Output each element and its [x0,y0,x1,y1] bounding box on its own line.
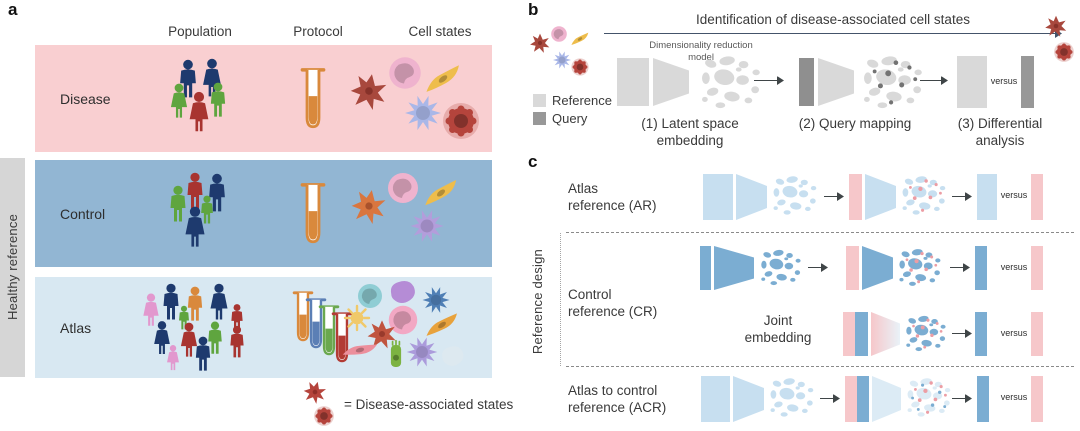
control-matrix-rect [855,312,868,356]
versus-label-b: versus [990,76,1018,86]
acr-mapping-scatter [907,377,951,417]
population-group-disease [170,58,226,132]
step-arrow-2 [920,76,948,85]
step3-label: (3) Differential analysis [957,116,1043,149]
cr-arrow-1 [808,263,828,272]
panel-a-label: a [8,0,18,19]
column-header-population: Population [168,24,232,39]
row-control: Control [35,160,492,267]
disease-matrix-rect [849,174,862,220]
ar-arrow-2 [952,192,972,201]
versus-label-acr: versus [1000,392,1028,402]
atlas-to-control-reference-label: Atlas to control reference (ACR) [568,383,667,416]
query-cell-cluster-icons [530,26,591,76]
versus-label-ar: versus [1000,190,1028,200]
step1-label: (1) Latent space embedding [641,116,739,149]
step-arrow-1 [754,76,784,85]
encoder-funnel [818,58,854,106]
joint-encoder-funnel [871,312,900,356]
panel-b-label: b [528,0,539,19]
atlas-matrix-rect [703,174,733,220]
query-vs-rect [1021,56,1034,108]
encoder-funnel [872,376,901,422]
column-header-cell-states: Cell states [408,24,472,39]
ar-mapping-scatter [902,175,946,215]
encoder-funnel [865,174,896,220]
divider-dashed-1 [566,232,1074,233]
ar-vs-query-rect [1031,174,1043,220]
acr-embedding-scatter [770,377,814,417]
versus-label-cr1: versus [1000,262,1028,272]
versus-label-cr2: versus [1000,328,1028,338]
column-header-protocol: Protocol [293,24,343,39]
cr-vs-reference-rect [975,246,987,290]
ar-vs-reference-rect [977,174,997,220]
cell-states-control [349,173,460,242]
query-mapping-scatter [864,55,922,109]
population-group-control [170,172,225,247]
atlas-reference-label: Atlas reference (AR) [568,181,657,214]
joint-embedding-scatter [906,315,946,352]
row-atlas-label: Atlas [60,319,92,336]
cr-section-left-border [560,233,561,366]
joint-vs-reference-rect [975,312,987,356]
disease-matrix-rect [845,376,857,422]
control-reference-label: Control reference (CR) [568,287,658,320]
test-tube-icon-control [300,183,326,244]
encoder-funnel [736,174,767,220]
encoder-funnel [733,376,764,422]
reference-vs-rect [957,56,987,108]
cell-states-disease [348,57,479,139]
encoder-funnel [714,246,754,290]
acr-arrow-2 [952,394,972,403]
control-matrix-rect [857,376,869,422]
reference-legend-swatch [533,94,546,107]
reference-matrix-rect [617,58,649,106]
disease-state-legend-text: = Disease-associated states [344,397,514,412]
query-legend-label: Query [552,111,588,126]
disease-state-result-icons [1045,15,1074,62]
query-legend-swatch [533,112,546,125]
cell-states-atlas [341,280,464,368]
reference-design-label: Reference design [529,249,545,355]
control-matrix-rect [700,246,711,290]
reference-legend-label: Reference [552,93,612,108]
acr-arrow-1 [820,394,840,403]
atlas-matrix-rect [701,376,730,422]
test-tube-icon-disease [300,68,326,129]
cr-embedding-scatter [761,249,801,286]
step2-label: (2) Query mapping [798,116,912,131]
ar-embedding-scatter [773,175,817,215]
query-matrix-rect [799,58,814,106]
disease-matrix-rect [843,312,855,356]
cr-mapping-scatter [899,248,941,286]
population-group-atlas [143,283,244,371]
divider-dashed-2 [566,366,1074,367]
ar-arrow-1 [824,192,844,201]
row-control-label: Control [60,205,106,222]
disease-matrix-rect [846,246,859,290]
row-disease: Disease [35,45,492,152]
acr-vs-query-rect [1031,376,1043,422]
encoder-funnel [862,246,893,290]
panel-c-label: c [528,152,538,171]
cr-arrow-2 [950,263,970,272]
disease-state-icons [301,378,334,426]
title-arrow [604,29,1062,38]
joint-vs-query-rect [1031,312,1043,356]
row-atlas: Atlas [35,277,492,378]
encoder-funnel [653,58,689,106]
joint-arrow [952,329,972,338]
dimensionality-reduction-note: Dimensionality reduction model [649,40,753,63]
healthy-reference-strip: Healthy reference [0,158,25,377]
cr-vs-query-rect [1031,246,1043,290]
joint-embedding-label: Joint embedding [744,313,812,346]
panel-b-title: Identification of disease-associated cel… [696,12,970,27]
healthy-reference-label: Healthy reference [5,214,20,321]
reference-design-axis: Reference design [528,242,546,362]
acr-vs-reference-rect [977,376,989,422]
row-disease-label: Disease [60,90,111,107]
